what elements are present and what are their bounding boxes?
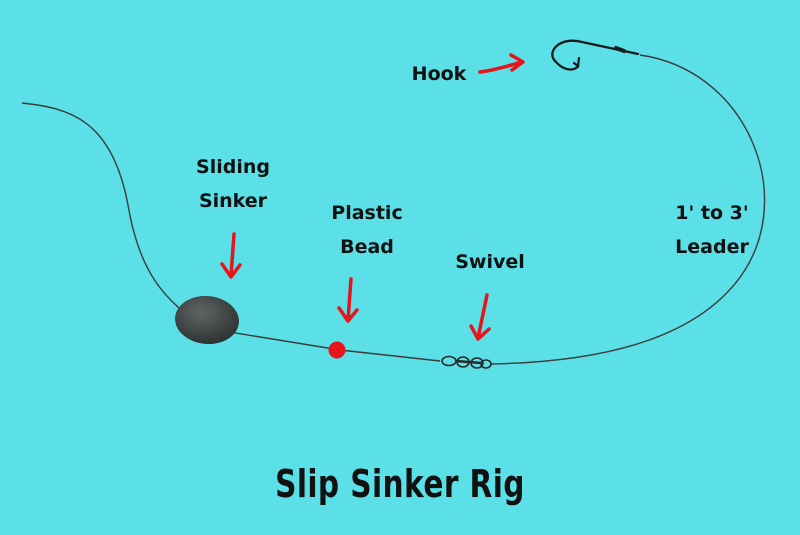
sliding-sinker-label: Sliding Sinker [196, 156, 270, 212]
swivel-label: Swivel [455, 251, 525, 273]
hook-arrow [478, 53, 525, 74]
leader-line [489, 54, 766, 365]
diagram-title: Slip Sinker Rig [275, 462, 525, 506]
sliding-sinker-icon [175, 295, 239, 345]
leader-label: 1' to 3' Leader [675, 202, 749, 258]
hook-icon [551, 39, 640, 71]
plastic-bead-label: Plastic Bead [331, 202, 403, 258]
plastic-bead-arrow [337, 277, 359, 323]
hook-label: Hook [411, 63, 467, 85]
swivel-icon [441, 355, 492, 369]
sliding-sinker-arrow [220, 232, 242, 279]
swivel-arrow [469, 293, 491, 341]
plastic-bead-icon [328, 341, 346, 359]
